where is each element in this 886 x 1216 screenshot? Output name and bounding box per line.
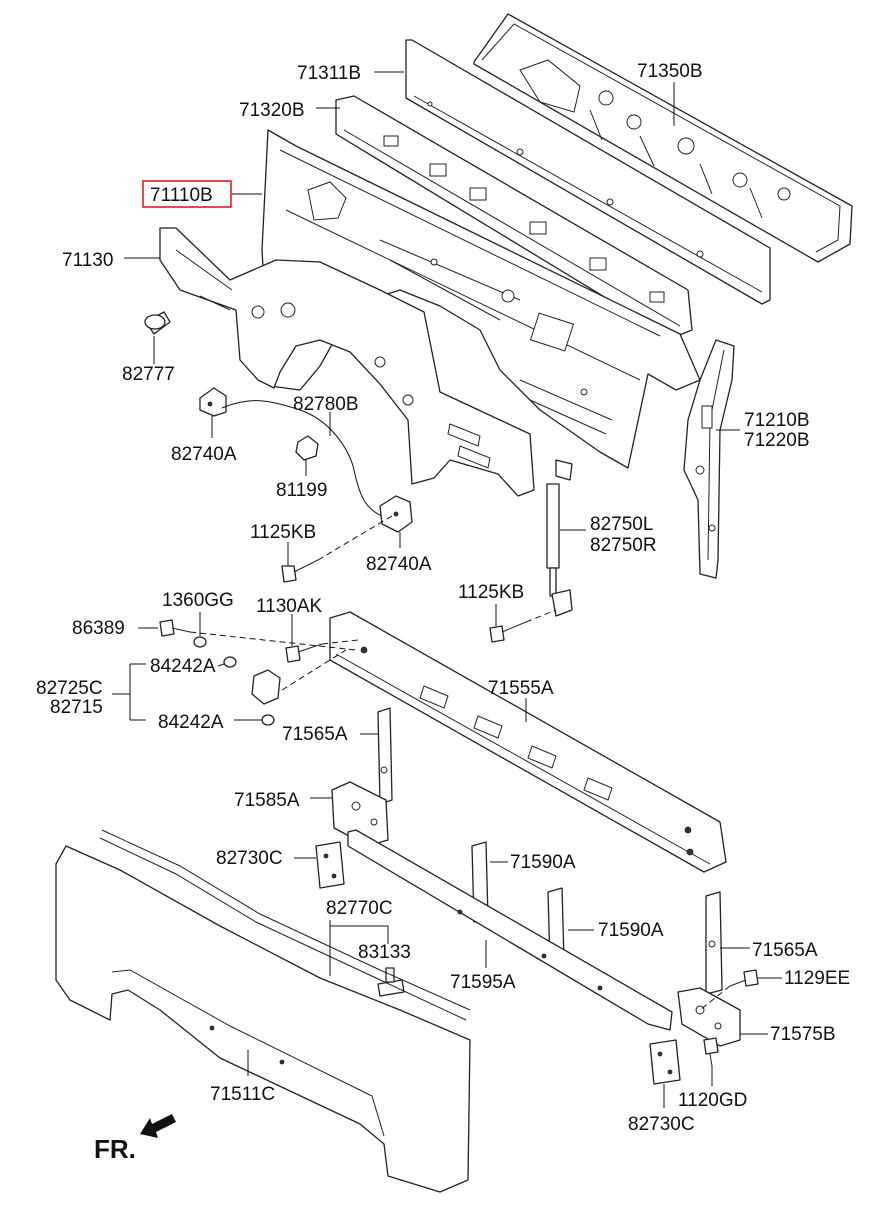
part-82740A-lower[interactable]: [379, 495, 413, 533]
part-71565A-left[interactable]: [377, 707, 393, 805]
label-82780B[interactable]: 82780B: [293, 394, 359, 415]
part-82730C-lower[interactable]: [649, 1039, 681, 1085]
part-71311B[interactable]: [405, 39, 771, 305]
front-direction-indicator: FR.: [94, 1114, 176, 1164]
part-71130[interactable]: [159, 227, 535, 497]
label-86389[interactable]: 86389: [72, 618, 125, 639]
label-1360GG[interactable]: 1360GG: [162, 590, 234, 611]
part-1129EE-bolt[interactable]: [729, 969, 759, 987]
part-71575B[interactable]: [677, 987, 741, 1047]
label-71565A-right[interactable]: 71565A: [752, 940, 818, 961]
part-82780B-cable[interactable]: [221, 400, 387, 519]
label-71595A[interactable]: 71595A: [450, 972, 516, 993]
part-84242A-lower[interactable]: [261, 714, 275, 726]
label-71511C[interactable]: 71511C: [210, 1084, 275, 1105]
part-71511C[interactable]: [55, 829, 471, 1193]
label-71130[interactable]: 71130: [62, 250, 113, 271]
front-direction-arrow-icon: [140, 1114, 176, 1138]
label-84242A-lower[interactable]: 84242A: [158, 712, 224, 733]
label-82715[interactable]: 82715: [50, 697, 103, 718]
label-71320B[interactable]: 71320B: [239, 100, 305, 121]
label-71590A-upper[interactable]: 71590A: [510, 852, 576, 873]
part-86389-bolt[interactable]: [159, 619, 191, 637]
part-71555A[interactable]: [329, 611, 727, 873]
part-1130AK-bolt[interactable]: [285, 643, 323, 663]
label-84242A-upper[interactable]: 84242A: [150, 656, 216, 677]
label-82750L[interactable]: 82750L: [590, 514, 653, 535]
label-71590A-lower[interactable]: 71590A: [598, 920, 664, 941]
label-82725C[interactable]: 82725C: [36, 678, 103, 699]
part-82777[interactable]: [144, 311, 171, 335]
label-1129EE[interactable]: 1129EE: [784, 968, 850, 989]
label-71565A-left[interactable]: 71565A: [282, 724, 348, 745]
label-82740A-upper[interactable]: 82740A: [171, 444, 237, 465]
part-82750L-R-strut[interactable]: [546, 459, 573, 617]
part-71585A[interactable]: [331, 781, 389, 847]
label-71220B[interactable]: 71220B: [744, 430, 810, 451]
label-82770C[interactable]: 82770C: [326, 898, 393, 919]
highlight-box-71110B: [142, 180, 232, 208]
label-1120GD[interactable]: 1120GD: [678, 1090, 747, 1111]
part-71320B[interactable]: [335, 95, 693, 339]
label-1125KB-upper[interactable]: 1125KB: [250, 522, 316, 543]
label-71350B[interactable]: 71350B: [637, 61, 703, 82]
part-82725C-82715-latch[interactable]: [251, 669, 281, 705]
label-82740A-lower[interactable]: 82740A: [366, 554, 432, 575]
part-71110B[interactable]: [261, 129, 701, 469]
part-71350B[interactable]: [473, 13, 853, 263]
part-84242A-upper[interactable]: [223, 656, 237, 668]
assembly-guide-lines: [189, 515, 731, 1011]
part-83133[interactable]: [377, 967, 405, 997]
label-83133[interactable]: 83133: [358, 942, 411, 963]
label-71110B[interactable]: 71110B: [150, 185, 213, 206]
label-71311B[interactable]: 71311B: [297, 63, 361, 84]
part-labels: 71311B 71350B 71320B 71110B 71130 82777 …: [36, 61, 850, 1135]
part-1125KB-bolt-upper[interactable]: [281, 559, 319, 583]
label-81199[interactable]: 81199: [276, 480, 327, 501]
label-82730C-lower[interactable]: 82730C: [628, 1114, 695, 1135]
label-82730C-upper[interactable]: 82730C: [216, 848, 283, 869]
label-1125KB-lower[interactable]: 1125KB: [458, 582, 524, 603]
part-71210B-71220B[interactable]: [683, 339, 735, 579]
part-1360GG-washer[interactable]: [193, 636, 207, 648]
label-82777[interactable]: 82777: [122, 364, 175, 385]
label-1130AK[interactable]: 1130AK: [256, 596, 323, 617]
leader-lines: [112, 71, 782, 1108]
label-71585A[interactable]: 71585A: [234, 790, 300, 811]
part-1120GD-bolt[interactable]: [703, 1037, 719, 1067]
part-82740A-upper[interactable]: [199, 387, 227, 417]
part-82730C-upper[interactable]: [315, 841, 345, 889]
label-71555A[interactable]: 71555A: [488, 678, 554, 699]
part-81199-clip[interactable]: [295, 435, 319, 461]
label-71210B[interactable]: 71210B: [744, 410, 810, 431]
label-71575B[interactable]: 71575B: [770, 1024, 836, 1045]
label-82750R[interactable]: 82750R: [590, 535, 657, 556]
part-71595A[interactable]: [347, 829, 673, 1031]
part-1125KB-bolt-lower[interactable]: [489, 621, 527, 643]
front-label: FR.: [94, 1134, 136, 1164]
part-71565A-right[interactable]: [705, 891, 723, 995]
